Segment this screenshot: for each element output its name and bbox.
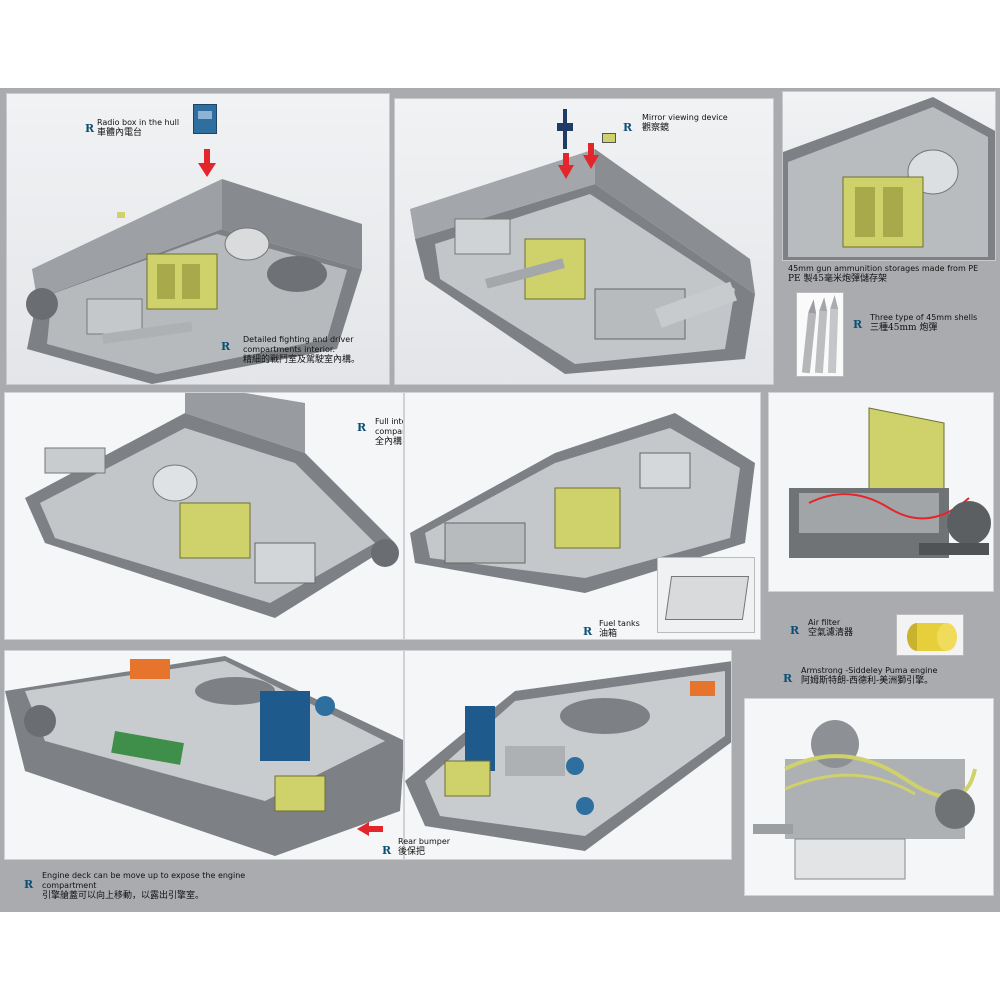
panel-engine-compartment: R Full interior of engine compartment. 全… [4, 392, 404, 640]
down-arrow-icon [583, 143, 599, 169]
hull-illustration-2 [410, 149, 755, 374]
caption-shells: Three type of 45mm shells 三種45mm 炮彈 [870, 313, 978, 333]
mirror-part-image [602, 133, 616, 143]
brand-r-icon: R [783, 672, 793, 685]
caption-engine-compartment: Full interior of engine compartment. 全內構… [375, 417, 404, 447]
hull-illustration-8 [405, 661, 731, 851]
panel-mirror: R Mirror viewing device 觀察鏡 [394, 98, 774, 385]
mirror-device-image [557, 109, 573, 149]
radio-box-image [193, 104, 217, 134]
panel-engine-deck [4, 650, 404, 860]
panel-fighting-compartment: R Radio box in the hull 車體內電台 R Detailed… [6, 93, 390, 385]
caption-ammo-storage: 45mm gun ammunition storages made from P… [788, 264, 979, 284]
caption-engine: Armstrong -Siddeley Puma engine 阿姆斯特朗-西德… [801, 666, 938, 686]
engine-radiator-illustration [789, 407, 991, 558]
ammo-rack-illustration [783, 97, 995, 260]
caption-air-filter: Air filter 空氣濾清器 [808, 618, 854, 638]
caption-radio-box: Radio box in the hull 車體內電台 [97, 118, 180, 138]
hull-illustration-5 [410, 413, 755, 593]
panel-engine-radiator [768, 392, 994, 592]
down-arrow-icon [558, 153, 574, 179]
panel-fuel-tanks: R Fuel tanks 油箱 [404, 392, 761, 640]
panel-rear-bumper [404, 650, 732, 860]
brand-r-icon: R [221, 340, 231, 353]
fuel-tank-image [657, 557, 755, 633]
caption-rear-bumper: Rear bumper 後保把 [398, 837, 451, 857]
brand-r-icon: R [24, 878, 34, 891]
left-arrow-icon [357, 822, 383, 836]
brand-r-icon: R [85, 122, 95, 135]
down-arrow-icon [198, 149, 216, 177]
shells-image [796, 292, 844, 377]
caption-fighting-compartment: Detailed fighting and driver compartment… [243, 335, 361, 365]
hull-illustration-1 [26, 179, 362, 384]
hull-illustration-4 [25, 393, 399, 618]
air-filter-image [896, 614, 964, 656]
brand-r-icon: R [790, 624, 800, 637]
caption-engine-deck: Engine deck can be move up to expose the… [42, 871, 246, 901]
hull-illustration-7 [5, 656, 403, 856]
caption-fuel-tanks: Fuel tanks 油箱 [599, 619, 640, 639]
puma-engine-illustration [753, 720, 977, 880]
brand-r-icon: R [357, 421, 367, 434]
caption-mirror: Mirror viewing device 觀察鏡 [642, 113, 728, 133]
brand-r-icon: R [623, 121, 633, 134]
panel-puma-engine [744, 698, 994, 896]
brand-r-icon: R [853, 318, 863, 331]
panel-ammo-storage [782, 91, 996, 261]
brand-r-icon: R [382, 844, 392, 857]
brand-r-icon: R [583, 625, 593, 638]
